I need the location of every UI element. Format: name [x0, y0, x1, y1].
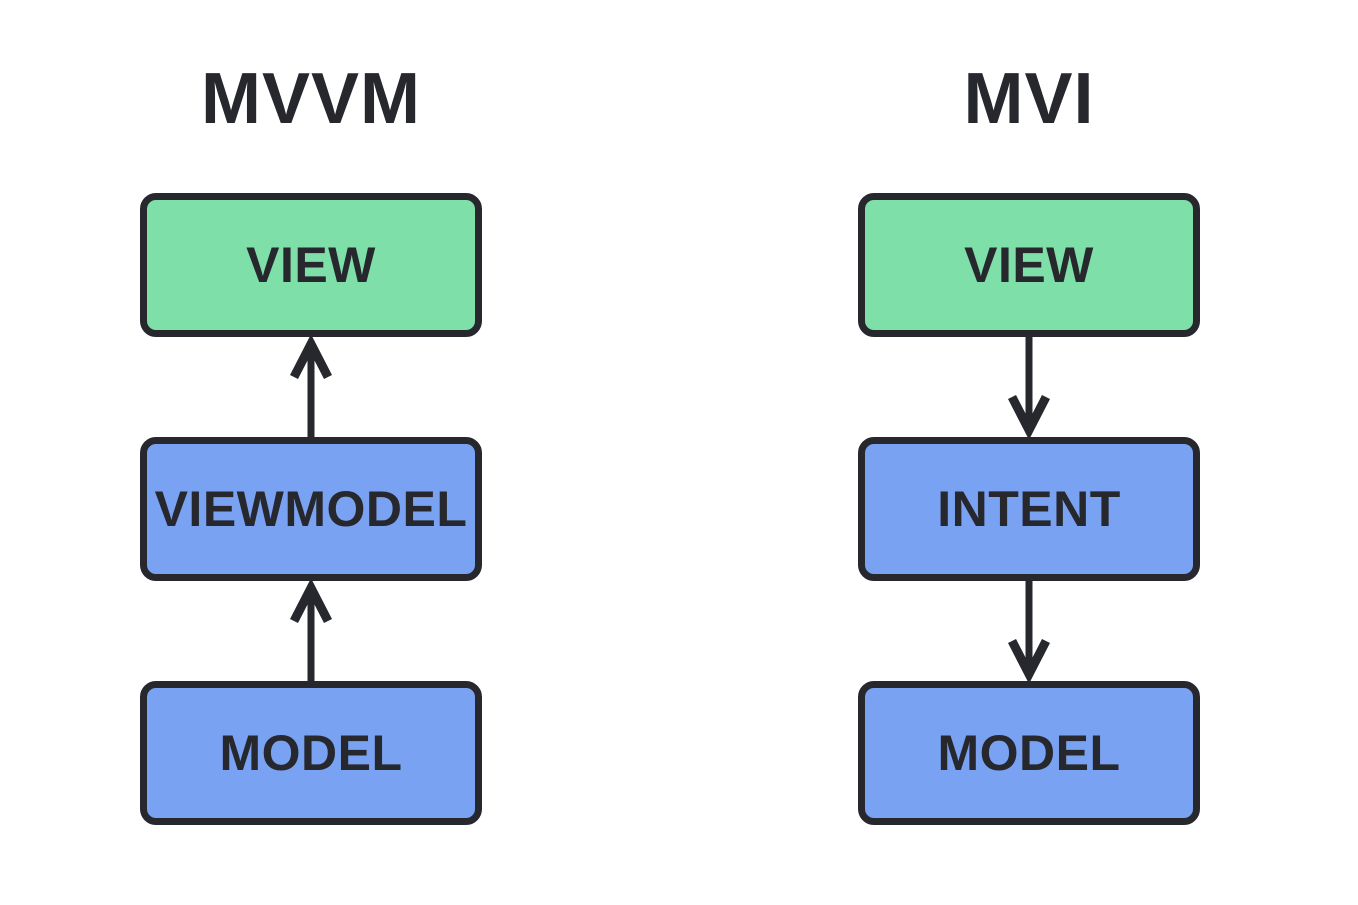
arrow-view-to-intent: [1006, 337, 1052, 437]
node-mvi-view-label: VIEW: [964, 237, 1094, 293]
down-arrow-icon: [1007, 337, 1051, 437]
mvvm-title: MVVM: [201, 59, 421, 139]
node-mvvm-model-label: MODEL: [219, 725, 403, 781]
node-mvi-view: VIEW: [858, 193, 1200, 337]
arrow-model-to-viewmodel: [288, 581, 334, 681]
node-mvvm-viewmodel: VIEWMODEL: [140, 437, 482, 581]
node-mvvm-view: VIEW: [140, 193, 482, 337]
node-mvvm-view-label: VIEW: [246, 237, 376, 293]
node-mvi-intent-label: INTENT: [937, 481, 1121, 537]
up-arrow-icon: [289, 581, 333, 681]
mvi-title: MVI: [963, 59, 1095, 139]
node-mvvm-model: MODEL: [140, 681, 482, 825]
down-arrow-icon: [1007, 581, 1051, 681]
node-mvi-model-label: MODEL: [937, 725, 1121, 781]
node-mvi-intent: INTENT: [858, 437, 1200, 581]
up-arrow-icon: [289, 337, 333, 437]
arrow-intent-to-model: [1006, 581, 1052, 681]
node-mvvm-viewmodel-label: VIEWMODEL: [154, 481, 468, 537]
node-mvi-model: MODEL: [858, 681, 1200, 825]
mvi-column: MVI VIEW INTENT MODEL: [858, 58, 1200, 825]
mvvm-column: MVVM VIEW VIEWMODEL MODEL: [140, 58, 482, 825]
arrow-viewmodel-to-view: [288, 337, 334, 437]
